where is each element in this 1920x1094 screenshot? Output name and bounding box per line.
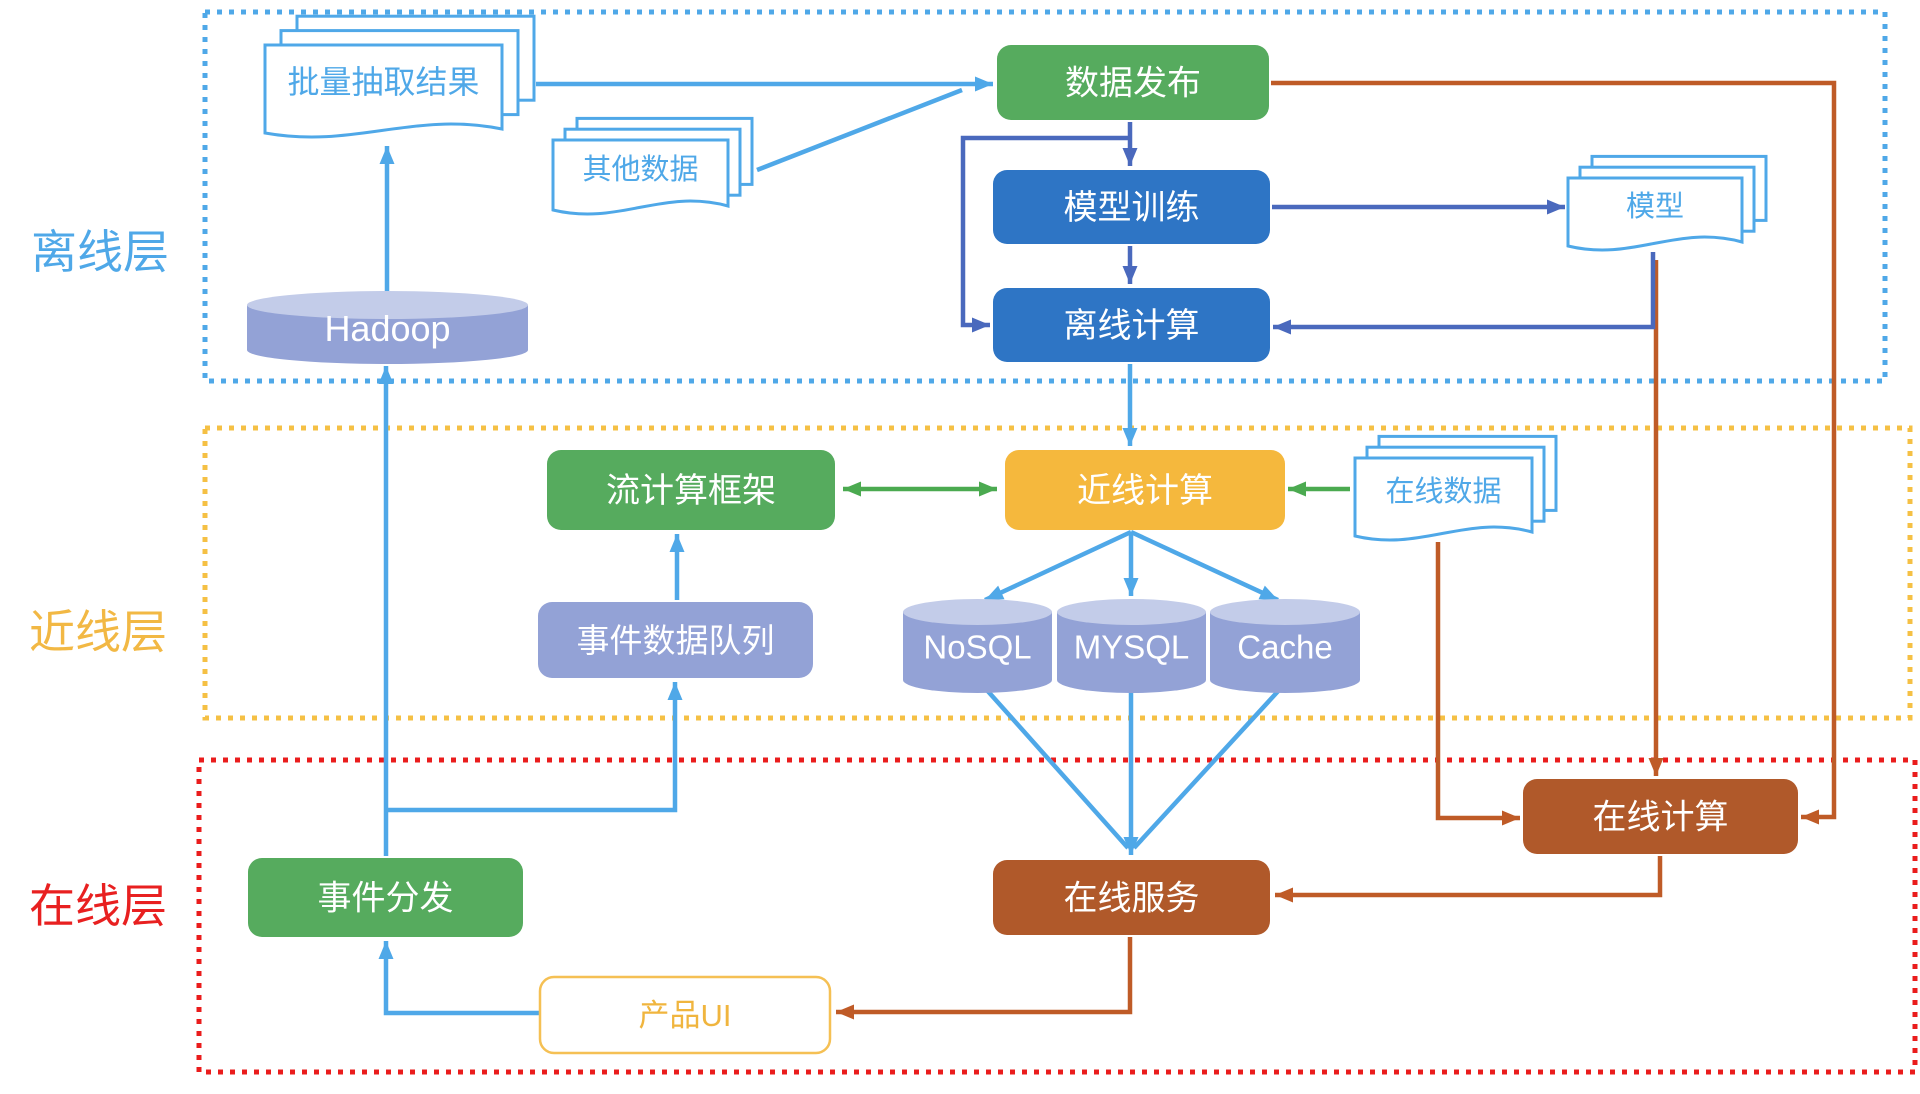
cylinder-hadoop-top	[247, 291, 528, 319]
document-other-data	[551, 138, 730, 216]
cylinder-hadoop-label: Hadoop	[324, 308, 450, 349]
cylinder-cache-top	[1210, 599, 1360, 625]
node-stream-framework	[547, 450, 835, 530]
edge-service-to-productui	[836, 937, 1133, 1015]
node-nearline-compute-label: 近线计算	[1077, 472, 1213, 510]
document-other-data-label: 其他数据	[582, 153, 698, 186]
edge-onlinecompute-to-service-arrowhead	[1275, 887, 1293, 903]
node-event-queue-label: 事件数据队列	[577, 622, 775, 659]
edge-other-to-publish	[756, 87, 963, 173]
document-online-data	[1353, 456, 1534, 542]
edge-dispatch-to-queue	[386, 682, 678, 813]
edge-hadoop-to-batch-arrowhead	[379, 146, 395, 164]
node-online-compute-label: 在线计算	[1593, 799, 1729, 837]
edge-cache-to-service	[1132, 686, 1283, 850]
cylinder-nosql-top	[903, 599, 1052, 625]
node-model-training-label: 模型训练	[1064, 189, 1200, 227]
edge-nosql-to-service	[983, 686, 1130, 850]
cylinder-hadoop-body	[247, 305, 528, 365]
node-online-service-label: 在线服务	[1064, 880, 1200, 918]
node-data-publish	[997, 45, 1269, 120]
layer-nearline-label: 近线层	[29, 606, 167, 658]
edge-dispatch-to-hadoop-arrowhead	[378, 366, 394, 384]
document-batch-results	[263, 43, 504, 139]
edge-stream-nearline-arrowhead	[979, 481, 997, 497]
edge-nearline-to-cache	[1130, 529, 1279, 603]
edge-onlinedata-to-nearline-arrowhead	[1288, 481, 1306, 497]
edge-publish-to-offline-loop-arrowhead	[972, 317, 990, 333]
edge-model-to-offline	[1273, 252, 1656, 330]
cylinder-nosql-label: NoSQL	[923, 629, 1031, 666]
layer-online-label: 在线层	[29, 880, 167, 932]
edge-nearline-to-mysql-arrowhead	[1123, 578, 1139, 596]
edge-dispatch-to-queue-arrowhead	[667, 682, 683, 700]
edge-nearline-to-nosql-arrowhead	[985, 585, 1005, 600]
edge-offline-to-nearline-arrowhead	[1122, 428, 1138, 446]
edge-batch-to-publish-arrowhead	[975, 76, 993, 92]
edge-publish-to-onlinecompute-arrowhead	[1801, 809, 1819, 825]
node-online-compute	[1523, 779, 1798, 854]
cylinder-nosql-body	[903, 612, 1052, 693]
node-offline-compute	[993, 288, 1270, 362]
edge-publish-to-training-arrowhead	[1122, 148, 1138, 166]
document-batch-results-label: 批量抽取结果	[287, 64, 479, 100]
layer-offline-border	[202, 9, 1888, 384]
edge-queue-to-stream-arrowhead	[669, 534, 685, 552]
edge-training-to-offline-arrowhead	[1122, 266, 1138, 284]
cylinder-cache-label: Cache	[1237, 629, 1332, 666]
cylinder-mysql-top	[1057, 599, 1206, 625]
edge-model-to-onlinecompute-arrowhead	[1648, 758, 1664, 776]
edge-productui-to-dispatch	[383, 941, 540, 1016]
edge-mysql-to-service-arrowhead	[1123, 837, 1139, 855]
layer-online-border	[196, 757, 1918, 1075]
layer-nearline-border	[202, 425, 1913, 721]
node-event-dispatch	[248, 858, 523, 937]
edge-onlinedata-to-onlinecompute-arrowhead	[1502, 810, 1520, 826]
edge-productui-to-dispatch-arrowhead	[378, 941, 394, 959]
edge-model-to-offline-arrowhead	[1273, 319, 1291, 335]
edge-training-to-model-arrowhead	[1547, 199, 1565, 215]
node-event-dispatch-label: 事件分发	[318, 880, 454, 918]
edge-nearline-to-nosql	[984, 529, 1132, 603]
node-product-ui-label: 产品UI	[639, 998, 732, 1033]
node-event-queue	[538, 602, 813, 678]
cylinder-mysql-label: MYSQL	[1074, 629, 1190, 666]
edge-onlinedata-to-onlinecompute	[1435, 542, 1520, 821]
cylinder-mysql-body	[1057, 612, 1206, 693]
edge-service-to-productui-arrowhead	[836, 1004, 854, 1020]
node-data-publish-label: 数据发布	[1065, 65, 1201, 103]
node-online-service	[993, 860, 1270, 935]
node-nearline-compute	[1005, 450, 1285, 530]
document-model-doc	[1566, 176, 1744, 252]
document-model-doc-label: 模型	[1626, 190, 1684, 223]
edge-nearline-to-cache-arrowhead	[1258, 585, 1278, 600]
edge-stream-nearline-start-arrowhead	[843, 481, 861, 497]
node-product-ui	[538, 975, 832, 1055]
document-online-data-label: 在线数据	[1385, 475, 1501, 508]
layer-offline-label: 离线层	[31, 226, 169, 278]
node-model-training	[993, 170, 1270, 244]
node-offline-compute-label: 离线计算	[1064, 307, 1200, 345]
cylinder-cache-body	[1210, 612, 1360, 693]
node-stream-framework-label: 流计算框架	[606, 472, 776, 510]
edge-onlinecompute-to-service	[1275, 856, 1663, 898]
